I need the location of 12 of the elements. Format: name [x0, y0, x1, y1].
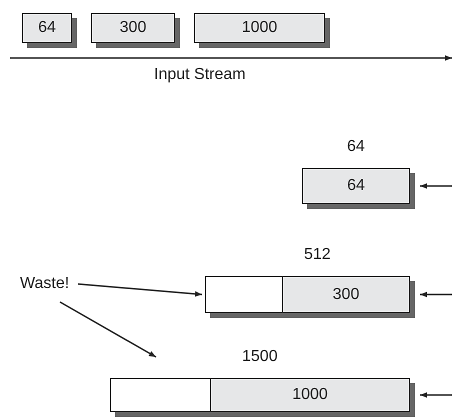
arrow: [78, 283, 202, 297]
arrow: [420, 292, 452, 298]
size-label: 512: [304, 246, 331, 264]
filled-space: 300: [283, 277, 409, 312]
arrow: [420, 392, 452, 398]
stream-label: Input Stream: [154, 66, 246, 84]
size-label: 64: [347, 138, 365, 156]
callout-text: Waste!: [20, 274, 72, 294]
arrow: [420, 183, 452, 189]
arrow: [60, 301, 156, 358]
size-label: 1500: [242, 348, 278, 366]
filled-space: 1000: [211, 379, 409, 411]
